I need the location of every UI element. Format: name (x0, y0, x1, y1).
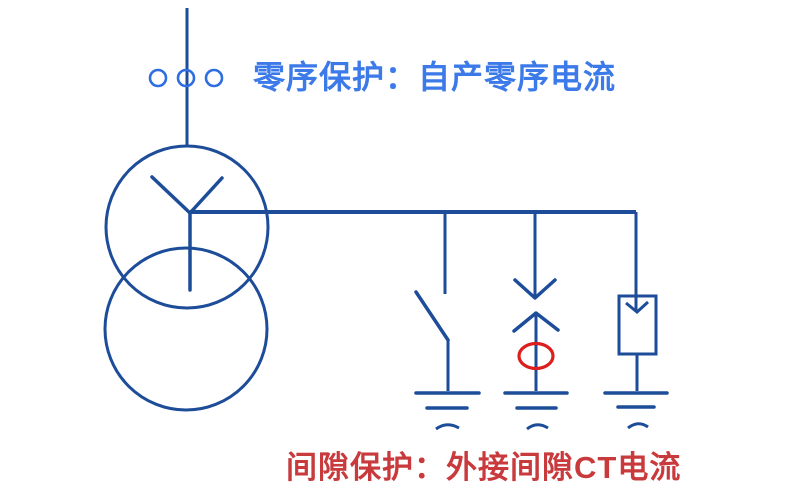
zero-sequence-protection-label: 零序保护：自产零序电流 (253, 59, 617, 95)
switch-blade (414, 290, 450, 342)
transformer-lv-winding-circle (103, 246, 269, 412)
spark-gap-branch (503, 212, 569, 431)
ground-symbol (603, 391, 669, 430)
ground-symbol (503, 391, 569, 431)
gap-down-arrowhead (513, 278, 557, 300)
disconnect-switch-branch (414, 212, 481, 431)
ct-dot-right (204, 68, 224, 88)
transformer-hv-winding-circle (104, 144, 270, 310)
arrester-arrowhead (625, 300, 650, 314)
ct-dot-left (148, 68, 168, 88)
ct-dots-icon (148, 68, 224, 88)
transformer-symbol (103, 144, 270, 412)
surge-arrester-branch (603, 212, 669, 430)
ct-dot-middle (176, 68, 196, 88)
ground-bar-3 (435, 423, 460, 431)
ground-bar-3 (526, 423, 549, 431)
wye-winding-icon (150, 175, 224, 292)
ground-symbol (414, 391, 481, 431)
gap-ct-marker (517, 341, 555, 371)
wye-arms (150, 175, 224, 215)
ground-bar-3 (627, 422, 649, 430)
gap-protection-label: 间隙保护：外接间隙CT电流 (286, 450, 682, 485)
